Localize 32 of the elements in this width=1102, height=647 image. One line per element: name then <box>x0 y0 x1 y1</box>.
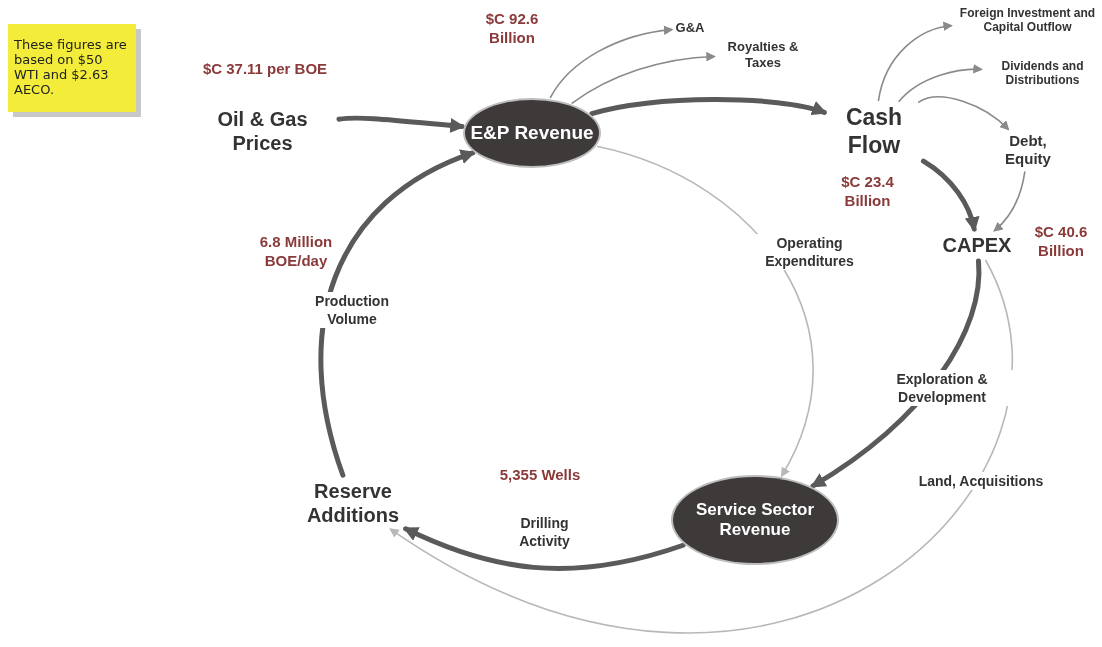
node-label: E&P Revenue <box>470 121 594 145</box>
arrow <box>336 115 466 133</box>
arrow <box>993 171 1026 232</box>
note-text: These figures are based on $50 WTI and $2.63 AECO. <box>14 38 128 98</box>
value-label: $C 40.6 Billion <box>1033 223 1089 261</box>
node-label: Reserve Additions <box>305 479 401 527</box>
node-label: Royalties & Taxes <box>726 39 800 71</box>
arrow <box>898 64 983 103</box>
node-label: Debt, Equity <box>1004 132 1052 168</box>
revenue-ellipse <box>465 100 599 166</box>
value-label: 5,355 Wells <box>498 466 582 485</box>
value-label: $C 37.11 per BOE <box>201 60 329 79</box>
node-label: Cash Flow <box>844 104 904 160</box>
value-label: 6.8 Million BOE/day <box>258 233 334 271</box>
arrow <box>389 259 1013 634</box>
arrow <box>877 22 953 102</box>
arrow <box>571 52 716 104</box>
arrow <box>549 25 674 99</box>
node-label: Oil & Gas Prices <box>216 107 309 155</box>
arrow <box>589 97 828 117</box>
node-label: Dividends and Distributions <box>1000 58 1085 88</box>
arrow <box>402 526 686 571</box>
arrow <box>596 145 814 478</box>
value-label: $C 23.4 Billion <box>840 173 895 211</box>
node-label: CAPEX <box>942 233 1012 257</box>
node-label: Service Sector Revenue <box>694 499 816 541</box>
value-label: $C 92.6 Billion <box>484 10 540 48</box>
arrow <box>917 96 1010 131</box>
arrow <box>318 150 476 478</box>
node-label: G&A <box>675 20 705 36</box>
arrow <box>920 158 979 232</box>
node-label: Foreign Investment and Capital Outflow <box>958 5 1097 35</box>
